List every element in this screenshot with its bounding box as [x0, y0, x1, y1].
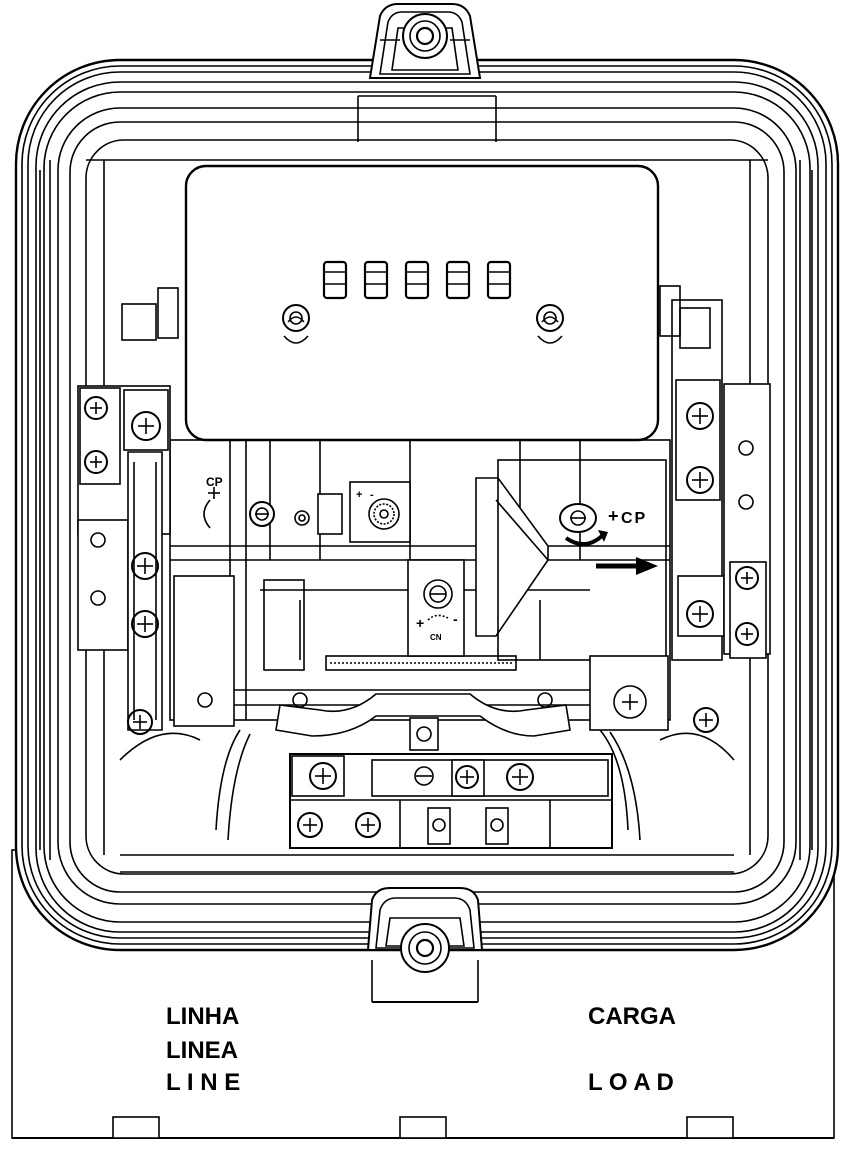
bottom-terminal-block	[289, 753, 613, 849]
line-label-en: L I N E	[166, 1069, 240, 1096]
cn-rotation-arrow	[427, 614, 449, 621]
cn-label: CN	[430, 633, 442, 642]
faceplate-screw-left	[282, 304, 310, 344]
cp-adjust-screw-left	[249, 501, 275, 527]
cp-right-rotation-arrow	[564, 532, 606, 546]
register-digit-window	[486, 260, 512, 300]
register-minus-label: -	[370, 489, 374, 501]
left-terminal-block	[77, 287, 179, 735]
register-digit-window	[445, 260, 471, 300]
cn-minus-label: -	[453, 611, 458, 627]
cp-left-rotation-arrow	[203, 499, 211, 529]
line-label-es: LINEA	[166, 1037, 238, 1064]
cp-right-plus-label: +	[608, 506, 619, 526]
rotor-direction-arrow	[596, 557, 658, 575]
register-plus-label: +	[356, 489, 362, 501]
right-terminal-block	[659, 285, 771, 733]
load-label-pt: CARGA	[588, 1003, 676, 1030]
cp-left-plus-sign	[208, 487, 220, 499]
cp-right-label: CP	[621, 510, 647, 527]
register-digit-window	[404, 260, 430, 300]
register-faceplate	[184, 164, 660, 442]
top-seal-lug	[368, 3, 482, 79]
register-digit-window	[363, 260, 389, 300]
cp-adjust-screw-right	[559, 503, 597, 533]
cp-left-label: CP	[206, 475, 223, 489]
cn-plus-label: +	[416, 615, 424, 631]
meter-mechanism	[119, 439, 735, 841]
faceplate-screw-right	[536, 304, 564, 344]
load-label-en: L O A D	[588, 1069, 674, 1096]
line-label-pt: LINHA	[166, 1003, 239, 1030]
bottom-seal-lug	[366, 887, 484, 1003]
register-digit-window	[322, 260, 348, 300]
